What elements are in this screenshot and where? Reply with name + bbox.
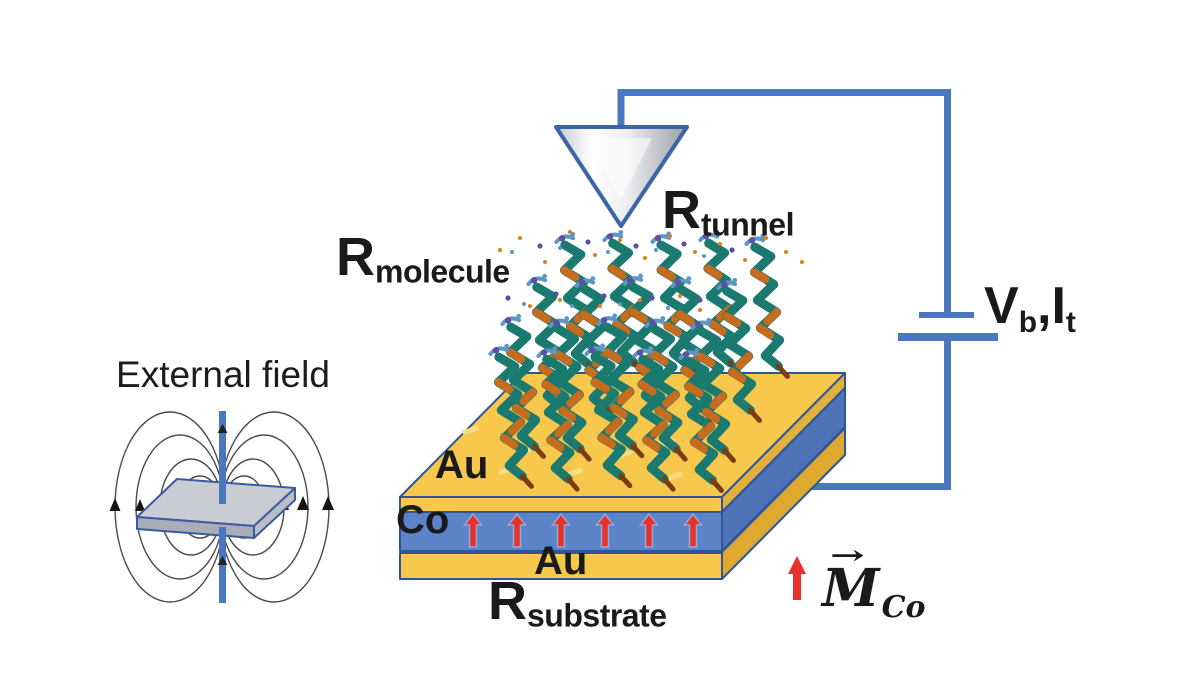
magnetization-base: M: [822, 558, 880, 619]
bias-current-label: Vb,It: [984, 280, 1076, 338]
dot: [678, 294, 682, 298]
dot: [618, 302, 622, 306]
dot: [543, 260, 547, 264]
dot: [702, 254, 706, 258]
sample-front-au-bottom-layer: [399, 552, 723, 580]
dot: [654, 248, 658, 252]
dot: [618, 238, 622, 242]
dot: [601, 293, 607, 299]
au-bottom-layer-label: Au: [534, 539, 588, 583]
dot: [764, 236, 768, 240]
bias-i-sub: t: [1065, 306, 1076, 339]
dot: [505, 295, 511, 301]
field-arrowhead: [322, 496, 334, 510]
dot: [522, 302, 526, 306]
dot: [638, 298, 642, 302]
dot: [633, 243, 639, 249]
dot: [697, 297, 703, 303]
dot: [643, 256, 647, 260]
r-tunnel-label: Rtunnel: [662, 183, 794, 241]
magnet-plate: [136, 478, 296, 539]
dot: [784, 250, 788, 254]
dot: [666, 306, 670, 310]
co-layer-label: Co: [396, 498, 450, 542]
dot: [743, 258, 747, 262]
molecule-monolayer: [490, 229, 804, 493]
bias-v-sub: b: [1018, 306, 1038, 339]
magnetization-label: → MCo: [822, 543, 926, 625]
r-molecule-base: R: [336, 227, 375, 287]
gold-dash: [666, 471, 683, 481]
dot: [553, 291, 559, 297]
bias-comma: ,: [1037, 277, 1052, 335]
r-molecule-label: Rmolecule: [336, 230, 510, 288]
external-field-diagram: [109, 411, 334, 603]
dot: [558, 298, 562, 302]
dot: [668, 234, 672, 238]
r-substrate-label: Rsubstrate: [488, 574, 667, 632]
dot: [585, 239, 591, 245]
rod-tick: [217, 556, 228, 565]
dot: [718, 242, 722, 246]
rod-tick: [217, 424, 228, 433]
dot: [518, 236, 522, 240]
dot: [698, 308, 702, 312]
dot: [729, 247, 735, 253]
battery-icon: [898, 312, 998, 341]
r-substrate-base: R: [488, 571, 527, 631]
rod-field-ticks: [217, 424, 228, 565]
dot: [800, 260, 804, 264]
external-field-label: External field: [116, 354, 330, 395]
r-tunnel-base: R: [662, 180, 701, 240]
wire-battery-to-sample: [789, 340, 951, 490]
dot: [537, 243, 543, 249]
magnet-plate-side-face: [253, 487, 296, 539]
dot: [593, 253, 597, 257]
dot: [528, 304, 532, 308]
au-top-layer-label: Au: [435, 443, 489, 487]
r-molecule-sub: molecule: [375, 253, 510, 290]
field-arrowhead: [109, 498, 121, 511]
dot: [693, 250, 697, 254]
dot: [558, 246, 562, 250]
circuit-wires: [617, 89, 951, 490]
mco-arrow-icon: [788, 556, 806, 600]
dot: [570, 304, 574, 308]
bias-i-base: I: [1051, 277, 1066, 335]
r-tunnel-sub: tunnel: [701, 206, 794, 243]
dot: [510, 250, 514, 254]
dot: [649, 295, 655, 301]
dot: [498, 248, 502, 252]
vector-arrow-icon: →: [830, 541, 865, 571]
gold-dash: [566, 467, 583, 477]
dot: [606, 250, 610, 254]
bias-v-base: V: [984, 277, 1019, 335]
dot: [681, 241, 687, 247]
r-substrate-sub: substrate: [527, 597, 667, 634]
field-arrowhead: [135, 499, 145, 511]
magnetization-sub: Co: [881, 589, 926, 625]
dot: [568, 230, 572, 234]
gold-dash: [462, 425, 479, 435]
dot: [598, 304, 602, 308]
magnet-rod-upper: [219, 411, 226, 504]
stm-tip-highlight: [585, 138, 652, 200]
scatter-dots: [498, 230, 804, 312]
wire-tip-to-battery: [617, 89, 951, 312]
stm-tip-icon: [554, 125, 689, 228]
field-arrowhead: [297, 496, 309, 510]
